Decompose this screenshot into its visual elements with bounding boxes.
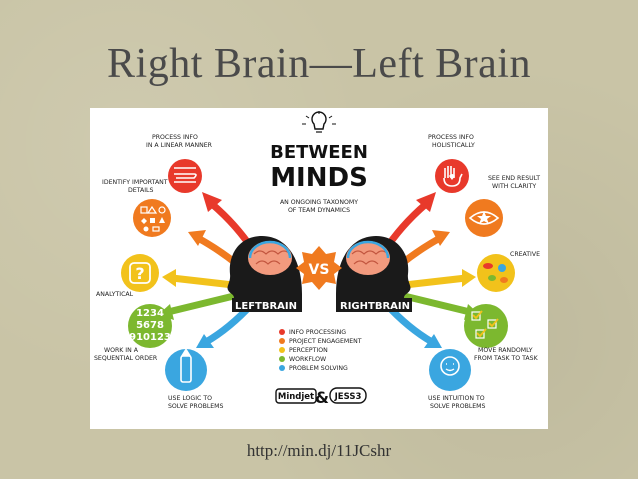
category-legend: INFO PROCESSING PROJECT ENGAGEMENT PERCE… xyxy=(279,329,362,372)
question-mark-icon: ? xyxy=(135,264,144,283)
left-label-5b: SOLVE PROBLEMS xyxy=(168,403,224,410)
right-circle-holistic xyxy=(435,159,469,193)
left-label-1a: PROCESS INFO xyxy=(152,134,198,141)
slide-title: Right Brain—Left Brain xyxy=(107,41,531,87)
jess3-logo-text: JESS3 xyxy=(334,392,362,402)
left-circle-analytical: ? xyxy=(121,254,159,292)
number-row-3: 910123 xyxy=(129,332,171,343)
vs-text: VS xyxy=(309,262,330,278)
right-head-silhouette xyxy=(336,236,411,312)
legend-label-engagement: PROJECT ENGAGEMENT xyxy=(289,338,362,345)
left-label-5a: USE LOGIC TO xyxy=(168,395,212,402)
left-label-2b: DETAILS xyxy=(128,187,153,194)
poster-title-line1: BETWEEN xyxy=(270,142,368,163)
right-circle-creative xyxy=(477,254,515,292)
right-brain-label: RIGHTBRAIN xyxy=(340,301,410,312)
legend-dot-perception xyxy=(279,347,285,353)
right-label-2a: SEE END RESULT xyxy=(488,175,540,182)
number-row-1: 1234 xyxy=(136,308,164,319)
right-label-4b: FROM TASK TO TASK xyxy=(474,355,539,362)
left-brain-icon xyxy=(248,241,292,275)
legend-dot-problem xyxy=(279,365,285,371)
right-label-3a: CREATIVE xyxy=(510,251,540,258)
lightbulb-icon xyxy=(302,111,336,133)
right-circle-clarity xyxy=(465,199,503,237)
number-row-2: 5678 xyxy=(136,320,164,331)
right-label-4a: MOVE RANDOMLY xyxy=(478,347,533,354)
right-label-5a: USE INTUITION TO xyxy=(428,395,485,402)
right-label-1a: PROCESS INFO xyxy=(428,134,474,141)
left-circle-sequential: 1234 5678 910123 xyxy=(128,304,172,348)
poster-title-line2: MINDS xyxy=(270,163,368,193)
poster-subtitle-line2: OF TEAM DYNAMICS xyxy=(288,207,350,214)
left-label-4b: SEQUENTIAL ORDER xyxy=(94,355,158,362)
legend-dot-engagement xyxy=(279,338,285,344)
right-label-5b: SOLVE PROBLEMS xyxy=(430,403,486,410)
legend-label-problem: PROBLEM SOLVING xyxy=(289,365,348,372)
left-label-3a: ANALYTICAL xyxy=(96,291,134,298)
poster-subtitle-line1: AN ONGOING TAXONOMY xyxy=(280,199,358,206)
right-label-2b: WITH CLARITY xyxy=(492,183,536,190)
legend-label-workflow: WORKFLOW xyxy=(289,356,326,363)
left-label-2a: IDENTIFY IMPORTANT xyxy=(102,179,168,186)
left-circle-linear xyxy=(168,159,202,193)
left-label-4a: WORK IN A xyxy=(104,347,139,354)
mindjet-logo: Mindjet xyxy=(275,388,317,404)
legend-label-info: INFO PROCESSING xyxy=(289,329,346,336)
right-label-1b: HOLISTICALLY xyxy=(432,142,475,149)
jess3-logo: JESS3 xyxy=(329,387,367,404)
source-link[interactable]: http://min.dj/11JCshr xyxy=(246,441,392,460)
left-circle-details xyxy=(133,199,171,237)
right-circle-intuition xyxy=(429,349,471,391)
left-brain-label: LEFTBRAIN xyxy=(235,301,297,312)
between-minds-infographic: BETWEEN MINDS AN ONGOING TAXONOMY OF TEA… xyxy=(90,108,548,429)
left-label-1b: IN A LINEAR MANNER xyxy=(146,142,213,149)
logo-ampersand: & xyxy=(315,388,329,407)
left-circle-logic xyxy=(165,348,207,391)
legend-dot-info xyxy=(279,329,285,335)
legend-dot-workflow xyxy=(279,356,285,362)
legend-label-perception: PERCEPTION xyxy=(289,347,328,354)
left-head-silhouette xyxy=(227,236,302,312)
mindjet-logo-text: Mindjet xyxy=(278,392,314,402)
vs-badge: VS xyxy=(296,246,342,290)
right-circle-random xyxy=(464,304,508,348)
right-brain-icon xyxy=(346,241,390,275)
